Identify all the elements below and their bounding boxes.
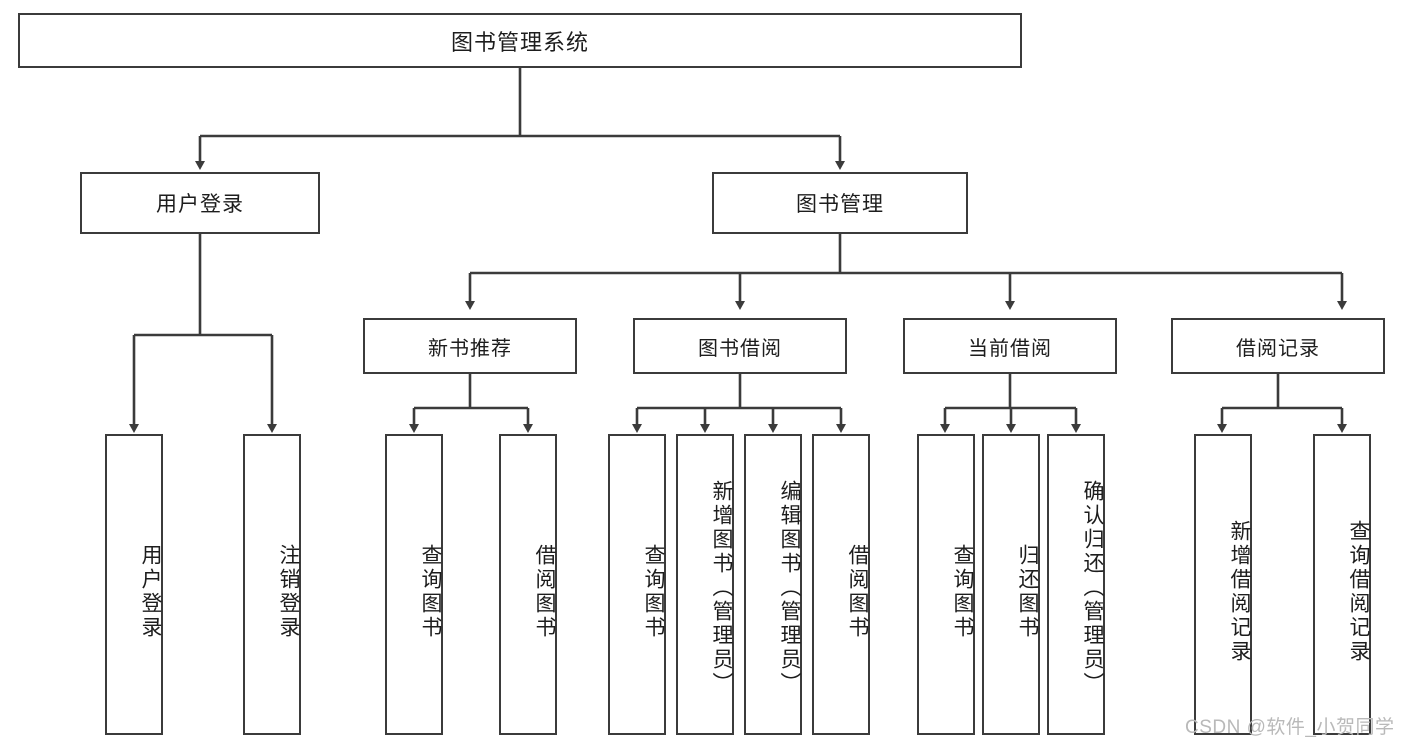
node-borrow-record[interactable]: 借阅记录 [1171, 318, 1385, 374]
node-label: 用户登录 [139, 543, 162, 640]
node-current-borrow[interactable]: 当前借阅 [903, 318, 1117, 374]
watermark-text: CSDN @软件_小贺同学 [1185, 717, 1395, 738]
node-label: 编辑图书（管理员） [778, 479, 801, 696]
node-label: 查询借阅记录 [1347, 519, 1370, 664]
node-label: 图书管理 [796, 193, 884, 216]
node-label: 确认归还（管理员） [1081, 479, 1104, 696]
node-label: 查询图书 [419, 543, 442, 640]
node-leaf-add-borrow-record[interactable]: 新增借阅记录 [1194, 434, 1252, 735]
node-root-book-management-system[interactable]: 图书管理系统 [18, 13, 1022, 68]
node-label: 借阅图书 [533, 543, 556, 640]
node-label: 当前借阅 [968, 337, 1052, 360]
node-leaf-edit-book-admin[interactable]: 编辑图书（管理员） [744, 434, 802, 735]
node-label: 新书推荐 [428, 337, 512, 360]
node-label: 新增图书（管理员） [710, 479, 733, 696]
node-label: 用户登录 [156, 193, 244, 216]
node-label: 新增借阅记录 [1228, 519, 1251, 664]
node-leaf-borrow-book-recommend[interactable]: 借阅图书 [499, 434, 557, 735]
node-book-management[interactable]: 图书管理 [712, 172, 968, 234]
node-label: 查询图书 [951, 543, 974, 640]
node-label: 借阅记录 [1236, 337, 1320, 360]
node-label: 归还图书 [1016, 543, 1039, 640]
node-book-borrow[interactable]: 图书借阅 [633, 318, 847, 374]
node-leaf-user-login[interactable]: 用户登录 [105, 434, 163, 735]
node-label: 图书借阅 [698, 337, 782, 360]
node-leaf-add-book-admin[interactable]: 新增图书（管理员） [676, 434, 734, 735]
node-new-book-recommend[interactable]: 新书推荐 [363, 318, 577, 374]
node-leaf-confirm-return-admin[interactable]: 确认归还（管理员） [1047, 434, 1105, 735]
node-label: 查询图书 [642, 543, 665, 640]
node-leaf-query-book-recommend[interactable]: 查询图书 [385, 434, 443, 735]
node-leaf-query-book-current[interactable]: 查询图书 [917, 434, 975, 735]
node-user-login[interactable]: 用户登录 [80, 172, 320, 234]
node-label: 借阅图书 [846, 543, 869, 640]
node-leaf-return-book[interactable]: 归还图书 [982, 434, 1040, 735]
node-label: 图书管理系统 [450, 29, 589, 55]
node-leaf-borrow-book[interactable]: 借阅图书 [812, 434, 870, 735]
node-label: 注销登录 [277, 543, 300, 640]
node-leaf-logout-login[interactable]: 注销登录 [243, 434, 301, 735]
node-leaf-query-borrow-record[interactable]: 查询借阅记录 [1313, 434, 1371, 735]
node-leaf-query-book-borrow[interactable]: 查询图书 [608, 434, 666, 735]
